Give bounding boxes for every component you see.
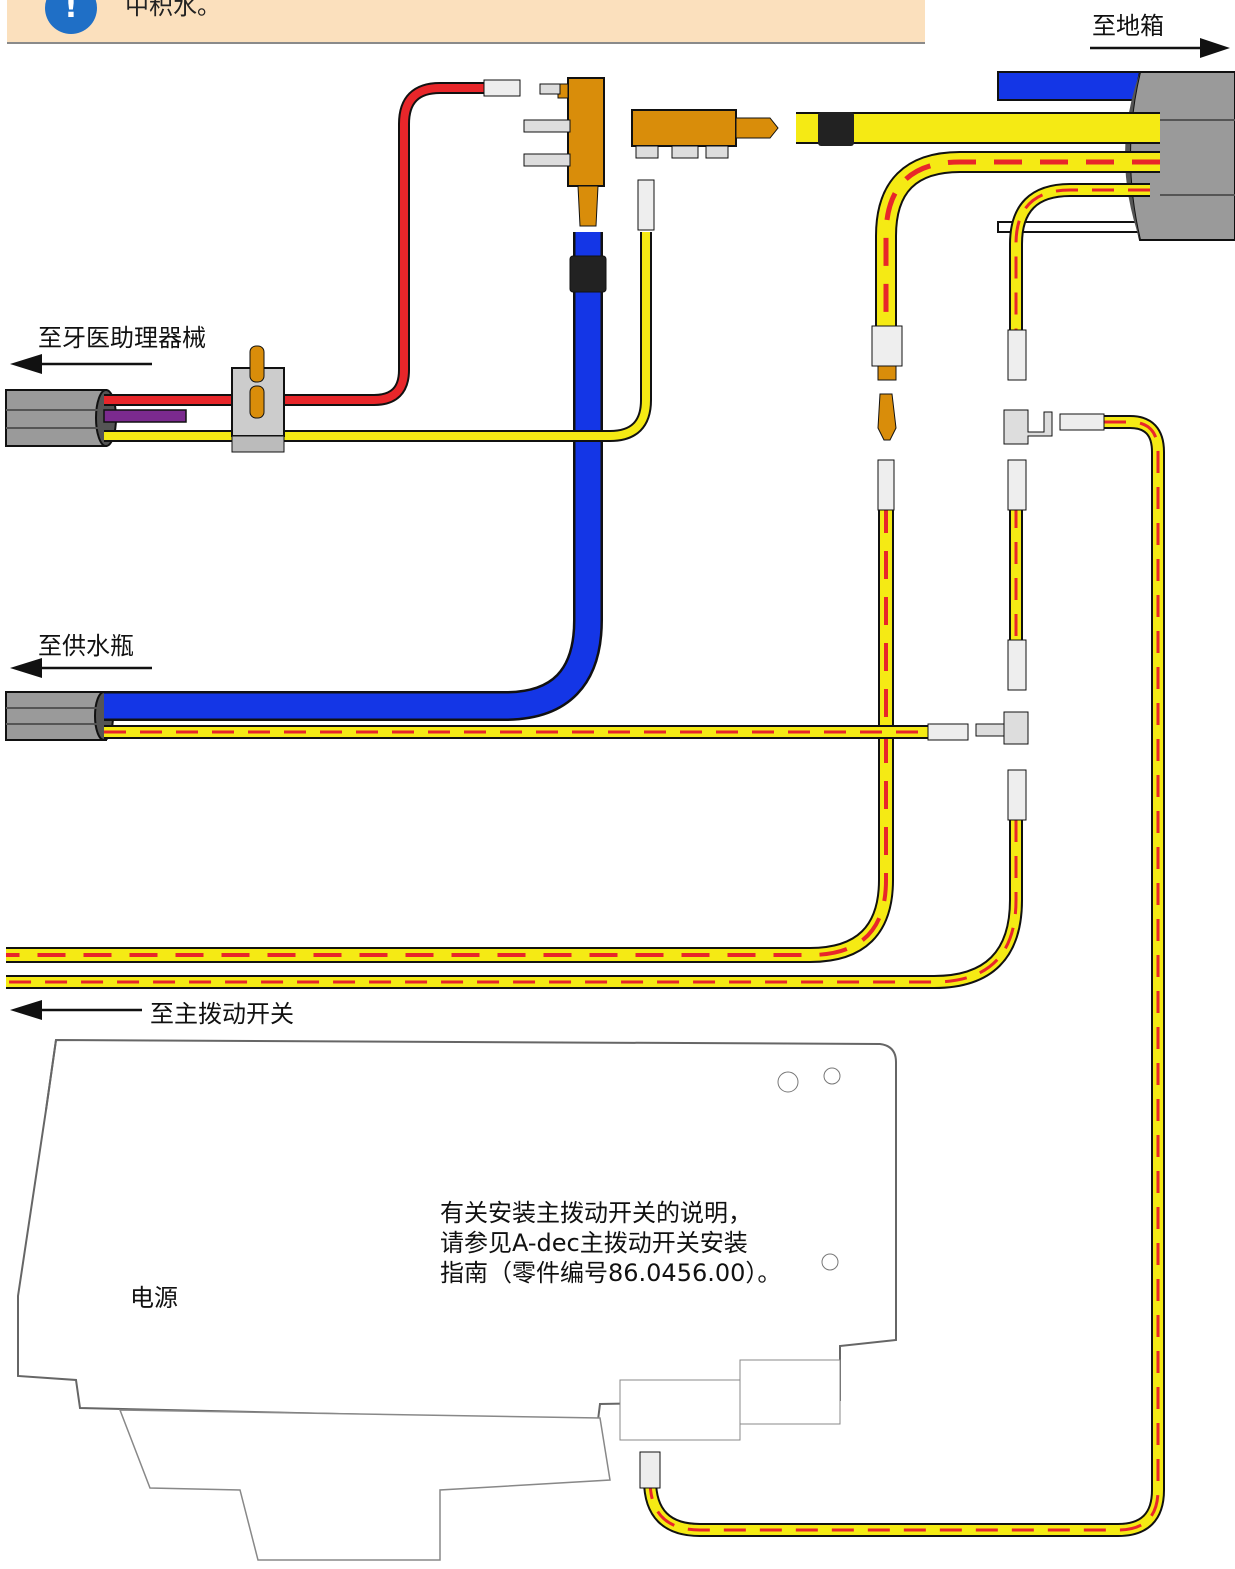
fittings [639, 325, 1105, 1489]
arrowhead-right [1200, 38, 1230, 58]
arrowhead-left [10, 354, 42, 374]
red-air-tube [104, 82, 484, 406]
blue-water-tube [104, 232, 603, 721]
assistant-conduit [5, 389, 117, 447]
arrowhead-left [10, 658, 42, 678]
striped-tube-b [1009, 183, 1150, 330]
label-to-floor-box: 至地箱 [1092, 12, 1164, 40]
brass-manifold [483, 77, 779, 231]
label-to-master-toggle: 至主拨动开关 [150, 1000, 294, 1028]
arrowhead-left [10, 1000, 42, 1020]
notice-text: 中积水。 [125, 0, 221, 20]
notice-banner: ! 中积水。 [7, 0, 925, 44]
label-to-assistant: 至牙医助理器械 [38, 324, 206, 352]
yellow-tube-sleeve [818, 112, 854, 146]
install-note: 有关安装主拨动开关的说明， 请参见A-dec主拨动开关安装 指南（零件编号86.… [440, 1199, 782, 1287]
label-power-supply: 电源 [130, 1284, 178, 1312]
label-to-water-bottle: 至供水瓶 [38, 632, 134, 660]
tube-clamp [231, 345, 285, 453]
purple-tube [103, 409, 187, 423]
water-bottle-conduit [5, 691, 114, 741]
blue-tube-sleeve [569, 255, 607, 293]
power-supply-unit [17, 1038, 897, 1561]
